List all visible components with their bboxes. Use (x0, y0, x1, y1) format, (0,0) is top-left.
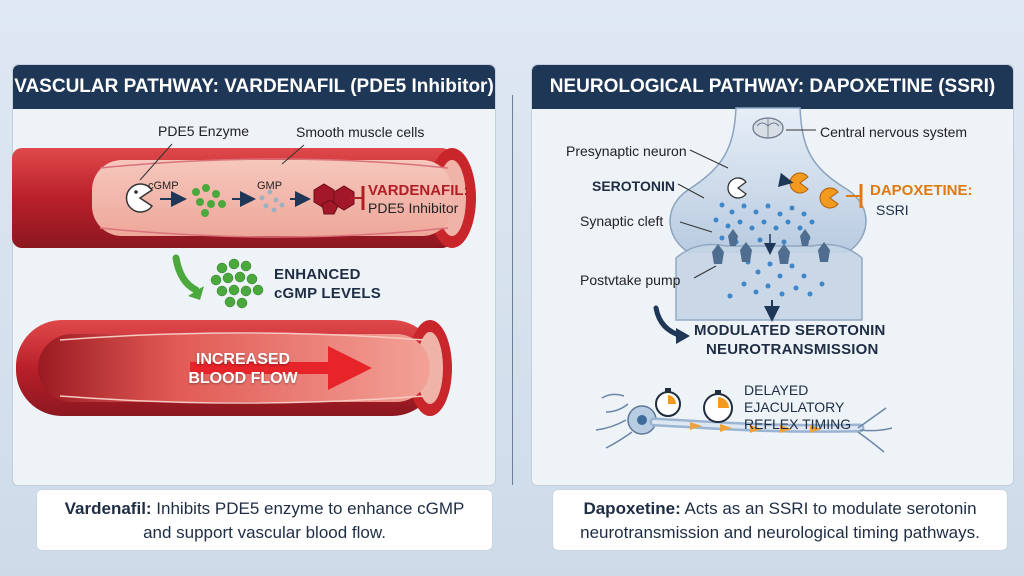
modulated-label-1: MODULATED SEROTONIN (694, 322, 886, 339)
vardenafil-caption-bold: Vardenafil: (64, 499, 152, 518)
green-arrow-icon (172, 254, 204, 300)
dapoxetine-inhibitor-bar-icon (846, 184, 863, 208)
curved-arrow-icon (653, 305, 690, 344)
enhanced-cgmp-cluster-icon (210, 258, 264, 309)
delayed-label-2: EJACULATORY (744, 399, 845, 415)
inhibitor-bar-icon (350, 186, 365, 210)
vascular-panel-title: VASCULAR PATHWAY: VARDENAFIL (PDE5 Inhib… (13, 65, 495, 109)
increased-line-2: BLOOD FLOW (188, 370, 298, 387)
gmp-molecules-icon (259, 189, 285, 213)
delayed-label-1: DELAYED (744, 382, 809, 398)
cns-label: Central nervous system (820, 124, 968, 140)
signal-arrows-icon (690, 422, 822, 433)
serotonin-molecules-icon (713, 202, 825, 299)
dapoxetine-pacman-icon (789, 172, 839, 209)
receptor-proteins-icon (712, 229, 830, 264)
cgmp-molecules-icon (192, 184, 226, 217)
gmp-label: GMP (257, 180, 283, 192)
delayed-label-3: REFLEX TIMING (744, 416, 852, 432)
cgmp-label: cGMP (148, 180, 179, 192)
pde5-inhibitor-label: PDE5 Inhibitor (368, 200, 459, 216)
dapoxetine-caption-line2: neurotransmission and neurological timin… (580, 523, 980, 542)
center-divider (512, 95, 513, 485)
upper-blood-vessel (12, 148, 476, 248)
synaptic-cleft-label: Synaptic cleft (580, 213, 664, 229)
blood-flow-arrow-icon (190, 346, 372, 390)
brain-icon (752, 117, 784, 139)
smooth-muscle-label: Smooth muscle cells (296, 124, 425, 140)
pacman-enzyme-icon (125, 183, 154, 213)
transporter-pacman-icon (727, 177, 747, 199)
postsynaptic-neuron (675, 243, 863, 321)
pump-label: Postvtake pump (580, 272, 681, 288)
vardenafil-molecule-icon (313, 183, 355, 215)
vardenafil-caption-line1: Inhibits PDE5 enzyme to enhance cGMP (151, 499, 465, 518)
neurological-panel-title: NEUROLOGICAL PATHWAY: DAPOXETINE (SSRI) (532, 65, 1013, 109)
presynaptic-label: Presynaptic neuron (566, 143, 687, 159)
dapoxetine-caption-bold: Dapoxetine: (583, 499, 681, 518)
stopwatch-icon (655, 388, 681, 417)
vardenafil-caption: Vardenafil: Inhibits PDE5 enzyme to enha… (36, 489, 493, 551)
serotonin-label: SEROTONIN (592, 178, 675, 194)
dapoxetine-label: DAPOXETINE: (870, 182, 973, 199)
vardenafil-label: VARDENAFIL: (368, 182, 469, 199)
neuron-icon (595, 393, 893, 453)
ssri-label: SSRI (876, 202, 909, 218)
enhanced-label-1: ENHANCED (274, 266, 361, 283)
increased-line-1: INCREASED (195, 351, 291, 368)
dapoxetine-caption-line1: Acts as an SSRI to modulate serotonin (680, 499, 977, 518)
dapoxetine-caption: Dapoxetine: Acts as an SSRI to modulate … (552, 489, 1008, 551)
enhanced-label-2: cGMP LEVELS (274, 285, 381, 302)
modulated-label-2: NEUROTRANSMISSION (706, 341, 879, 358)
stopwatch-icon (703, 390, 733, 423)
increased-blood-flow-label: INCREASED BLOOD FLOW (188, 350, 298, 388)
pde5-enzyme-label: PDE5 Enzyme (158, 123, 250, 139)
vardenafil-caption-line2: and support vascular blood flow. (143, 523, 386, 542)
